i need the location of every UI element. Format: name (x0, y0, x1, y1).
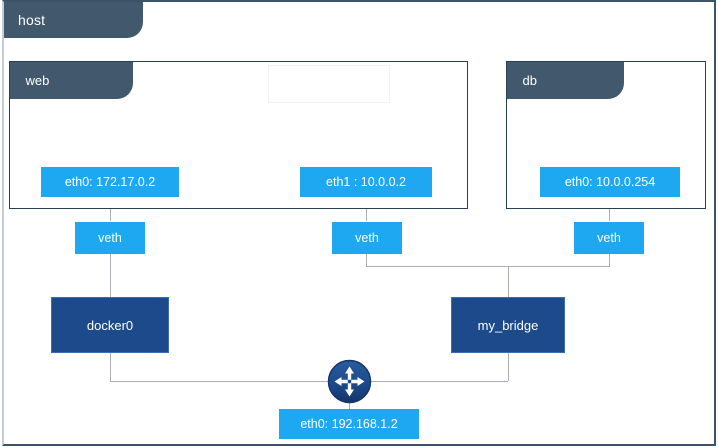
line-veth3-bus (609, 254, 610, 266)
line-webeth1-veth2 (366, 197, 367, 221)
line-veth1-docker0 (110, 254, 111, 298)
interface-web-eth0-label: eth0: 172.17.0.2 (64, 175, 156, 189)
veth-2-label: veth (355, 231, 379, 245)
interface-web-eth1-label: eth1 : 10.0.0.2 (326, 175, 406, 189)
host-label: host (18, 12, 46, 28)
line-router-bus (110, 381, 508, 382)
bridge-docker0[interactable]: docker0 (51, 297, 169, 353)
interface-web-eth1[interactable]: eth1 : 10.0.0.2 (300, 167, 432, 197)
veth-1[interactable]: veth (75, 222, 145, 254)
container-db-label: db (522, 72, 537, 88)
bridge-my-bridge[interactable]: my_bridge (451, 297, 565, 353)
router-icon[interactable] (327, 359, 372, 404)
interface-web-eth0[interactable]: eth0: 172.17.0.2 (41, 167, 179, 197)
container-web-tab: web (9, 61, 133, 99)
interface-host-eth0[interactable]: eth0: 192.168.1.2 (279, 409, 419, 439)
host-tab: host (4, 2, 143, 38)
veth-3[interactable]: veth (574, 222, 644, 254)
line-mybridge-routerbus (508, 353, 509, 381)
line-webeth0-veth1 (110, 197, 111, 221)
veth-3-label: veth (597, 231, 621, 245)
web-placeholder-rect (268, 65, 390, 103)
container-web-label: web (25, 72, 50, 88)
veth-1-label: veth (98, 231, 122, 245)
container-db-tab: db (506, 61, 624, 99)
line-bus-veth2-veth3 (366, 266, 610, 267)
bridge-docker0-label: docker0 (86, 317, 134, 333)
veth-2[interactable]: veth (332, 222, 402, 254)
interface-db-eth0[interactable]: eth0: 10.0.0.254 (540, 167, 680, 197)
line-veth2-bus (366, 254, 367, 266)
line-dbeth0-veth3 (609, 197, 610, 221)
interface-host-eth0-label: eth0: 192.168.1.2 (300, 417, 398, 431)
line-docker0-routerbus (110, 353, 111, 381)
interface-db-eth0-label: eth0: 10.0.0.254 (564, 175, 656, 189)
bridge-my-bridge-label: my_bridge (477, 317, 539, 333)
line-bus-mybridge (508, 266, 509, 298)
